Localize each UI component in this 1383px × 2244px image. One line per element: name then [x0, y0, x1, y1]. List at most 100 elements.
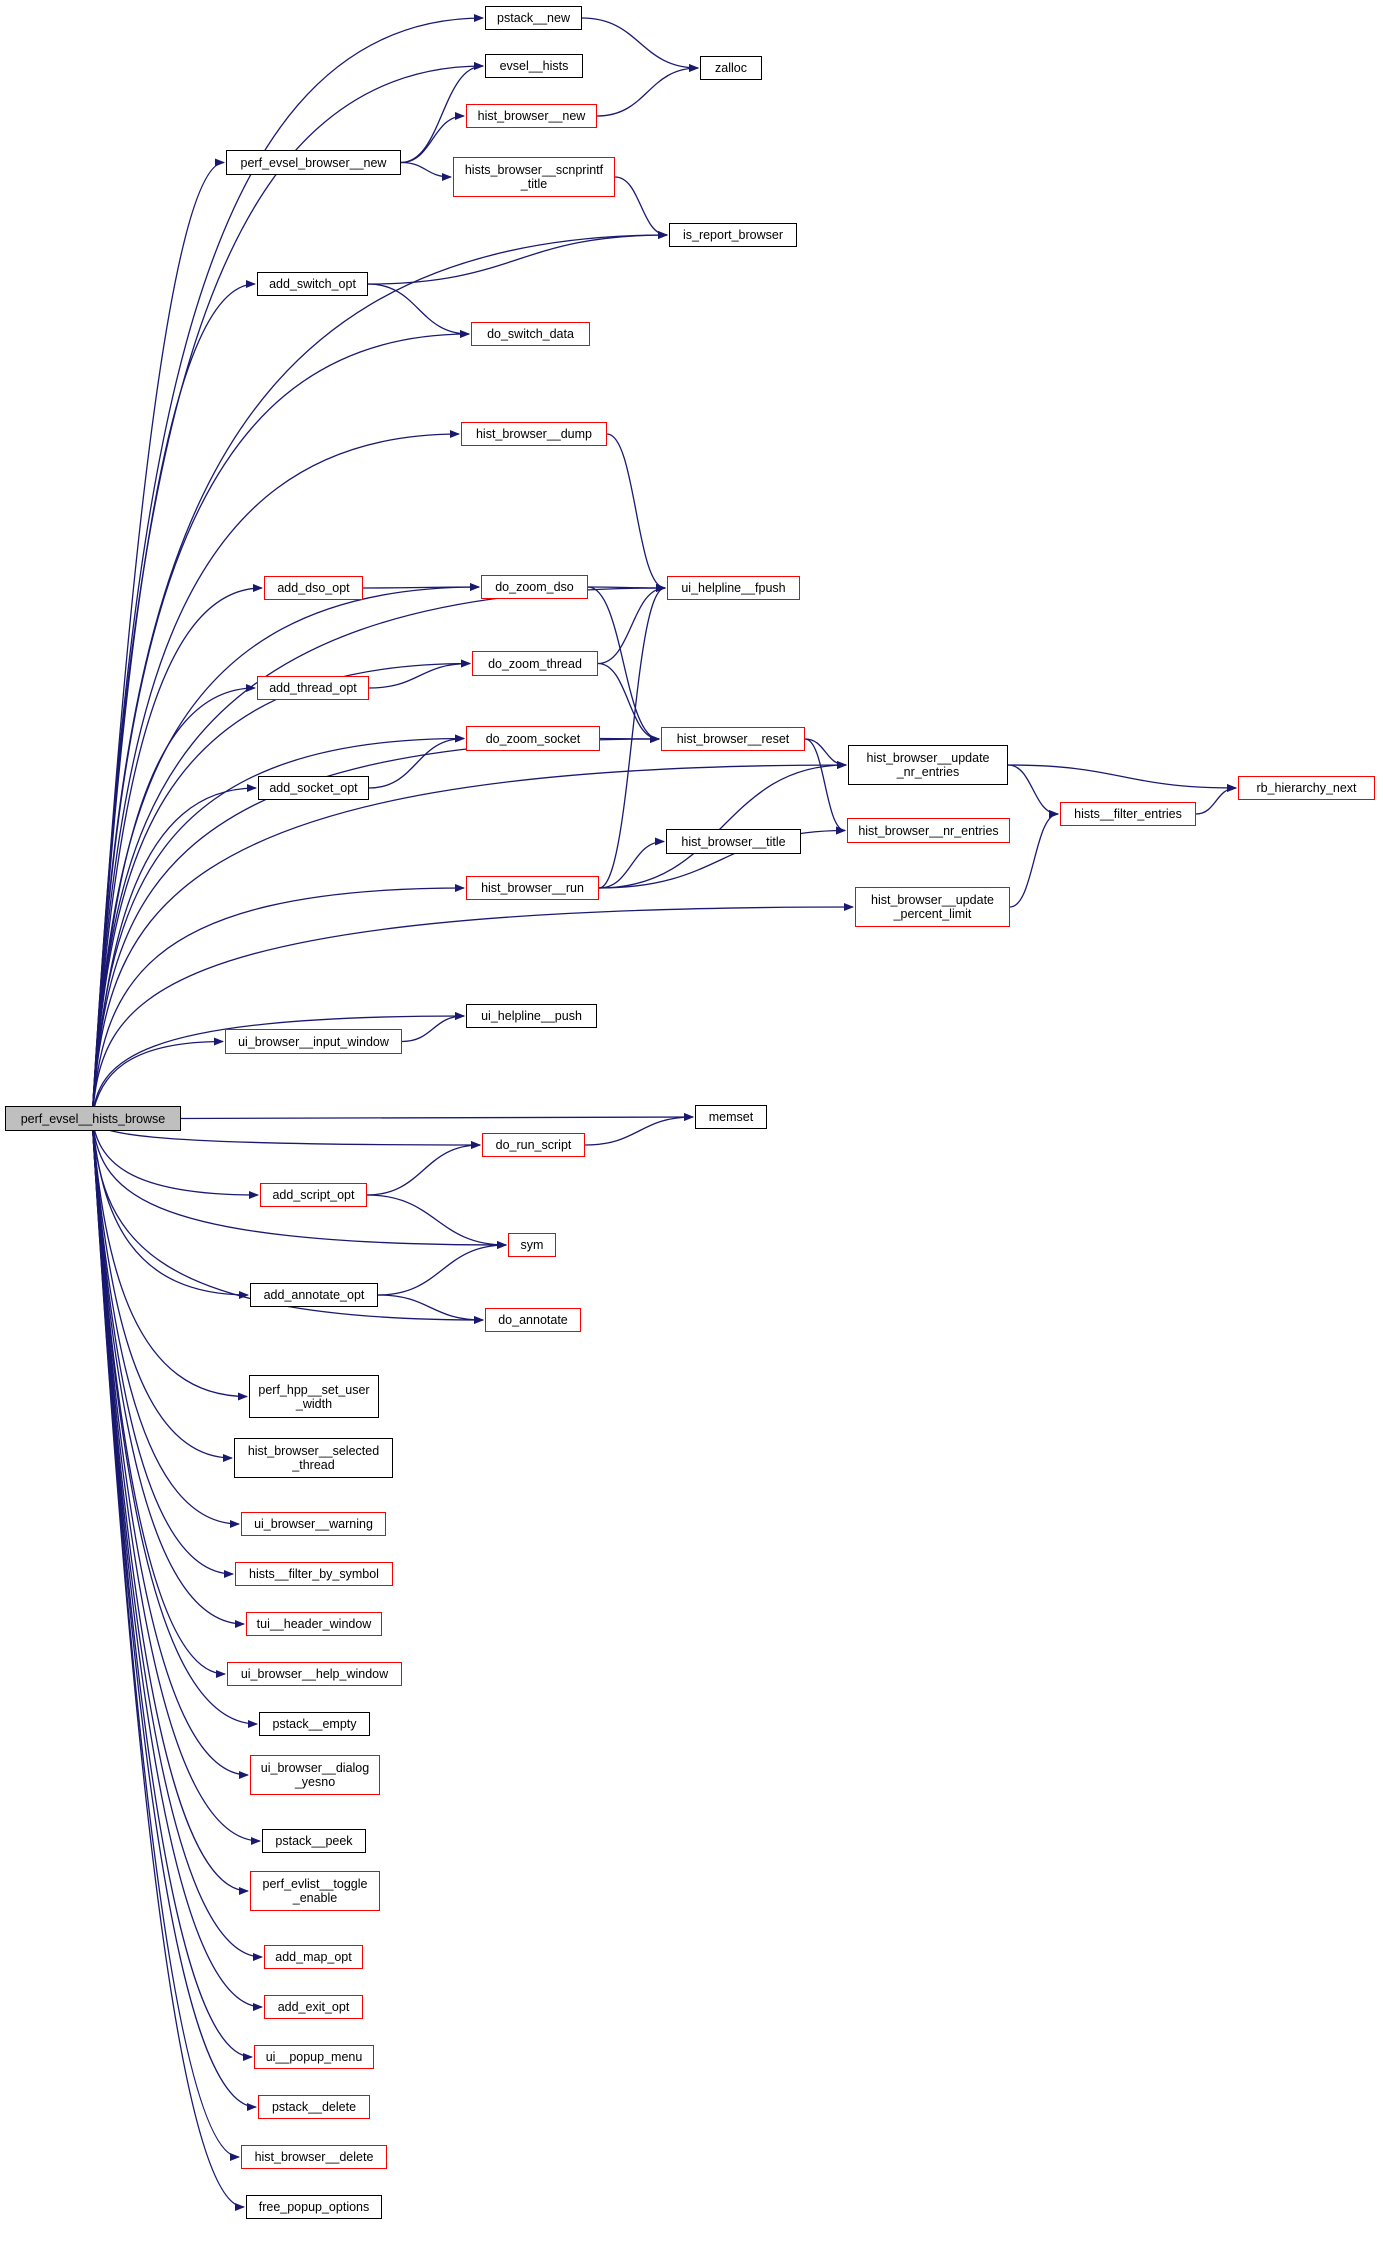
edge-hist_browser_new-to-zalloc — [596, 64, 699, 117]
node-hist-browser-update-percent-limit[interactable]: hist_browser__update _percent_limit — [855, 887, 1010, 927]
node-add-thread-opt[interactable]: add_thread_opt — [257, 676, 369, 700]
edge-add_switch_opt-to-do_switch_data — [367, 283, 470, 338]
node-do-annotate[interactable]: do_annotate — [485, 1308, 581, 1332]
edge-root-to-add_thread_opt — [91, 684, 256, 1119]
edge-root-to-perf_hpp_set_user_width — [91, 1118, 248, 1401]
edge-root-to-hist_browser_update_nr_entries — [91, 761, 847, 1119]
edge-add_switch_opt-to-is_report_browser — [367, 231, 668, 285]
node-add-switch-opt[interactable]: add_switch_opt — [257, 272, 368, 296]
node-ui-browser-dialog-yesno[interactable]: ui_browser__dialog _yesno — [250, 1755, 380, 1795]
node-ui-popup-menu[interactable]: ui__popup_menu — [254, 2045, 374, 2069]
node-pstack-empty[interactable]: pstack__empty — [259, 1712, 370, 1736]
edge-add_socket_opt-to-do_zoom_socket — [368, 734, 465, 789]
node-hist-browser-selected-thread[interactable]: hist_browser__selected _thread — [234, 1438, 393, 1478]
node-hists-filter-entries[interactable]: hists__filter_entries — [1060, 802, 1196, 826]
node-rb-hierarchy-next[interactable]: rb_hierarchy_next — [1238, 776, 1375, 800]
edge-perf_evsel_browser_new-to-evsel_hists — [400, 62, 484, 164]
edge-root-to-memset — [180, 1113, 694, 1122]
edge-hist_browser_run-to-hist_browser_title — [598, 837, 665, 889]
edge-hist_browser_run-to-hist_browser_nr_entries — [598, 826, 846, 889]
edge-root-to-hist_browser_delete — [91, 1118, 240, 2161]
node-free-popup-options[interactable]: free_popup_options — [246, 2195, 382, 2219]
edge-root-to-add_script_opt — [91, 1118, 259, 1199]
edge-hist_browser_dump-to-ui_helpline_fpush — [606, 433, 666, 592]
node-add-script-opt[interactable]: add_script_opt — [260, 1183, 367, 1207]
edge-do_run_script-to-memset — [584, 1113, 694, 1146]
node-ui-browser-warning[interactable]: ui_browser__warning — [241, 1512, 386, 1536]
node-add-dso-opt[interactable]: add_dso_opt — [264, 576, 363, 600]
node-ui-helpline-fpush[interactable]: ui_helpline__fpush — [667, 576, 800, 600]
edge-root-to-ui_browser_input_window — [91, 1037, 224, 1119]
node-evsel-hists[interactable]: evsel__hists — [485, 54, 583, 78]
edge-hist_browser_update_nr_entries-to-hists_filter_entries — [1007, 764, 1059, 818]
node-add-exit-opt[interactable]: add_exit_opt — [264, 1995, 363, 2019]
edge-add_annotate_opt-to-do_annotate — [377, 1294, 484, 1324]
edge-root-to-free_popup_options — [91, 1118, 245, 2211]
node-add-map-opt[interactable]: add_map_opt — [264, 1945, 363, 1969]
node-tui-header-window[interactable]: tui__header_window — [246, 1612, 382, 1636]
edge-hist_browser_update_percent_limit-to-hists_filter_entries — [1009, 810, 1059, 908]
node-perf-evlist-toggle-enable[interactable]: perf_evlist__toggle _enable — [250, 1871, 380, 1911]
edge-root-to-hist_browser_reset — [91, 735, 660, 1119]
edge-root-to-add_dso_opt — [91, 584, 263, 1119]
edge-do_zoom_thread-to-ui_helpline_fpush — [597, 584, 666, 665]
edge-hists_filter_entries-to-rb_hierarchy_next — [1195, 784, 1237, 815]
edge-root-to-pstack_delete — [91, 1118, 257, 2111]
node-hist-browser-new[interactable]: hist_browser__new — [466, 104, 597, 128]
edge-perf_evsel_browser_new-to-hist_browser_new — [400, 112, 465, 164]
node-hist-browser-reset[interactable]: hist_browser__reset — [661, 727, 805, 751]
node-add-annotate-opt[interactable]: add_annotate_opt — [250, 1283, 378, 1307]
edge-ui_browser_input_window-to-ui_helpline_push — [401, 1012, 465, 1043]
node-hists-browser-scnprintf-title[interactable]: hists_browser__scnprintf _title — [453, 157, 615, 197]
edge-root-to-do_annotate — [91, 1118, 484, 1324]
node-do-zoom-dso[interactable]: do_zoom_dso — [481, 575, 588, 599]
edge-do_zoom_thread-to-hist_browser_reset — [597, 662, 660, 743]
node-hist-browser-update-nr-entries[interactable]: hist_browser__update _nr_entries — [848, 745, 1008, 785]
node-do-run-script[interactable]: do_run_script — [482, 1133, 585, 1157]
node-ui-helpline-push[interactable]: ui_helpline__push — [466, 1004, 597, 1028]
edge-root-to-hist_browser_run — [91, 884, 465, 1119]
node-perf-evsel-browser-new[interactable]: perf_evsel_browser__new — [226, 150, 401, 175]
node-hists-filter-by-symbol[interactable]: hists__filter_by_symbol — [235, 1562, 393, 1586]
edge-hist_browser_run-to-ui_helpline_fpush — [598, 584, 666, 889]
edge-do_zoom_dso-to-hist_browser_reset — [587, 586, 660, 743]
node-pstack-new[interactable]: pstack__new — [485, 6, 582, 30]
node-pstack-delete[interactable]: pstack__delete — [258, 2095, 370, 2119]
edge-hist_browser_run-to-hist_browser_update_nr_entries — [598, 761, 847, 889]
node-is-report-browser[interactable]: is_report_browser — [669, 223, 797, 247]
node-hist-browser-dump[interactable]: hist_browser__dump — [461, 422, 607, 446]
edge-pstack_new-to-zalloc — [581, 17, 699, 72]
edge-do_zoom_socket-to-hist_browser_reset — [599, 734, 660, 743]
edge-perf_evsel_browser_new-to-hists_browser_scnprintf_title — [400, 161, 452, 181]
node-hist-browser-delete[interactable]: hist_browser__delete — [241, 2145, 387, 2169]
node-zalloc[interactable]: zalloc — [700, 56, 762, 80]
edge-hist_browser_update_nr_entries-to-rb_hierarchy_next — [1007, 764, 1237, 792]
node-do-switch-data[interactable]: do_switch_data — [471, 322, 590, 346]
node-ui-browser-help-window[interactable]: ui_browser__help_window — [227, 1662, 402, 1686]
node-pstack-peek[interactable]: pstack__peek — [262, 1829, 366, 1853]
node-hist-browser-nr-entries[interactable]: hist_browser__nr_entries — [847, 818, 1010, 843]
node-do-zoom-thread[interactable]: do_zoom_thread — [472, 651, 598, 676]
node-root[interactable]: perf_evsel__hists_browse — [5, 1106, 181, 1131]
node-add-socket-opt[interactable]: add_socket_opt — [258, 776, 369, 800]
node-do-zoom-socket[interactable]: do_zoom_socket — [466, 726, 600, 751]
node-hist-browser-run[interactable]: hist_browser__run — [466, 876, 599, 900]
edge-root-to-pstack_new — [91, 14, 484, 1119]
edge-root-to-hist_browser_dump — [91, 430, 460, 1119]
edge-root-to-add_map_opt — [91, 1118, 263, 1961]
node-hist-browser-title[interactable]: hist_browser__title — [666, 829, 801, 854]
edge-add_annotate_opt-to-sym — [377, 1241, 507, 1296]
node-perf-hpp-set-user-width[interactable]: perf_hpp__set_user _width — [249, 1375, 379, 1418]
edge-root-to-ui_helpline_push — [91, 1012, 465, 1119]
edge-root-to-add_switch_opt — [91, 280, 256, 1119]
node-ui-browser-input-window[interactable]: ui_browser__input_window — [225, 1029, 402, 1054]
edge-root-to-hists_filter_by_symbol — [91, 1118, 234, 1578]
edge-add_thread_opt-to-do_zoom_thread — [368, 659, 471, 689]
edge-add_script_opt-to-do_run_script — [366, 1141, 481, 1196]
node-sym[interactable]: sym — [508, 1233, 556, 1257]
edge-root-to-perf_evsel_browser_new — [91, 158, 225, 1119]
edge-add_script_opt-to-sym — [366, 1194, 507, 1249]
node-memset[interactable]: memset — [695, 1105, 767, 1129]
